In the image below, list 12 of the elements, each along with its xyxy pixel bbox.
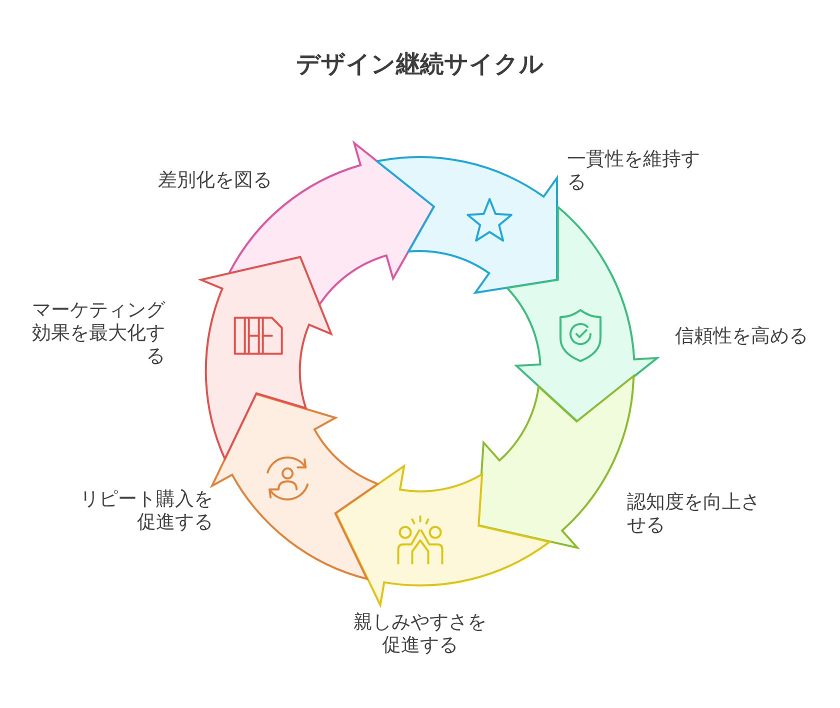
- step-label: 一貫性を維持する: [567, 148, 701, 194]
- diagram-title: デザイン継続サイクル: [296, 50, 544, 80]
- arrow-segment: [210, 392, 380, 580]
- arrow-segment: [199, 255, 334, 462]
- step-label: 差別化を図る: [158, 169, 272, 192]
- step-label: マーケティング効果を最大化する: [31, 299, 165, 368]
- step-label: 信頼性を高める: [675, 325, 808, 348]
- arrow-segment: [334, 464, 552, 607]
- step-label: 親しみやすさを促進する: [352, 611, 488, 657]
- step-label: リピート購入を促進する: [79, 488, 213, 534]
- arrow-segment: [375, 155, 560, 295]
- step-label: 認知度を向上させる: [627, 491, 761, 537]
